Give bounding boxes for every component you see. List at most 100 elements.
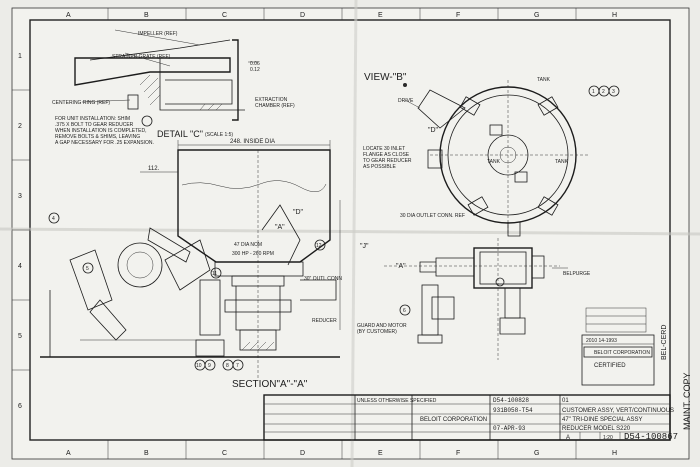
svg-text:"D": "D" (293, 209, 304, 216)
svg-text:1: 1 (592, 89, 595, 95)
svg-text:3: 3 (612, 89, 615, 95)
svg-text:11: 11 (212, 271, 217, 277)
svg-text:"D": "D" (428, 127, 439, 134)
callout-balloons: 1 2 3 4 5 6 7 8 9 10 11 12 (48, 85, 620, 371)
svg-text:LOCATE 30 INLET: LOCATE 30 INLET (363, 146, 405, 152)
svg-text:30" OUTL CONN: 30" OUTL CONN (304, 276, 342, 282)
callout-6: 6 (399, 304, 411, 316)
svg-text:2: 2 (18, 123, 22, 130)
svg-text:07-APR-93: 07-APR-93 (493, 425, 526, 432)
svg-text:2: 2 (602, 89, 605, 95)
svg-text:8: 8 (226, 363, 229, 369)
section-a-a: 248. INSIDE DIA 112. 47 DIA NOM 300 HP -… (40, 139, 342, 390)
svg-text:0.06: 0.06 (250, 61, 260, 67)
svg-text:2010 14-1993: 2010 14-1993 (586, 338, 617, 344)
svg-text:A GAP NECESSARY FOR .25 EXPANS: A GAP NECESSARY FOR .25 EXPANSION. (55, 140, 154, 146)
svg-text:AS POSSIBLE: AS POSSIBLE (363, 164, 396, 170)
svg-text:10: 10 (196, 363, 202, 369)
maint-copy-stamp: MAINT. COPY (682, 372, 692, 430)
svg-text:FOR UNIT INSTALLATION: SHIM: FOR UNIT INSTALLATION: SHIM (55, 116, 130, 122)
svg-text:1:20: 1:20 (603, 435, 613, 441)
border-left-numbers: 1 2 3 4 5 6 (18, 53, 22, 410)
callout-12: 12 (314, 239, 326, 251)
svg-text:CERTIFIED: CERTIFIED (594, 363, 626, 369)
svg-text:A: A (66, 450, 71, 457)
svg-text:1: 1 (18, 53, 22, 60)
callout-11: 11 (210, 267, 222, 279)
detail-c-note: FOR UNIT INSTALLATION: SHIM .375 X BOLT … (55, 116, 154, 146)
view-b: VIEW-"B" DRIVE TANK TANK TANK LOCATE 30 … (363, 72, 590, 237)
svg-text:F: F (456, 12, 460, 19)
svg-text:H: H (612, 450, 617, 457)
border-bottom-letters: A B C D E F G H (66, 450, 617, 457)
side-stamp-top: BEL-CERD (661, 325, 668, 360)
view-b-title: VIEW-"B" (364, 72, 407, 83)
svg-text:A: A (566, 435, 570, 441)
svg-text:"A": "A" (275, 224, 285, 231)
svg-text:DRIVE: DRIVE (398, 98, 414, 104)
svg-text:0.12: 0.12 (250, 67, 260, 73)
belparge-label: BELPURGE (563, 271, 591, 277)
svg-text:D54-100828: D54-100828 (493, 397, 529, 404)
right-side-view: "J" "A" BELPURGE GUARD AND MOTOR (BY CUS… (357, 238, 591, 360)
certification-stamp: 2010 14-1993 CERTIFIED (581, 334, 655, 386)
svg-text:300 HP - 260 RPM: 300 HP - 260 RPM (232, 251, 274, 257)
svg-text:BELOIT CORPORATION: BELOIT CORPORATION (594, 350, 650, 356)
svg-text:C: C (222, 12, 227, 19)
svg-text:(BY CUSTOMER): (BY CUSTOMER) (357, 329, 397, 335)
svg-text:E: E (378, 450, 383, 457)
svg-text:H: H (612, 12, 617, 19)
callout-8: 8 (222, 359, 234, 371)
svg-text:TANK: TANK (555, 159, 569, 165)
svg-text:E: E (378, 12, 383, 19)
svg-text:(SCALE 1:5): (SCALE 1:5) (205, 132, 233, 138)
svg-text:C: C (222, 450, 227, 457)
svg-text:30 DIA OUTLET CONN. REF: 30 DIA OUTLET CONN. REF (400, 213, 465, 219)
callout-10: 10 (194, 359, 206, 371)
svg-text:5: 5 (86, 266, 89, 272)
svg-text:112.: 112. (148, 166, 160, 172)
svg-text:6: 6 (403, 308, 406, 314)
inside-dia-label: 248. INSIDE DIA (230, 139, 275, 145)
svg-text:6: 6 (18, 403, 22, 410)
border-zone-ticks (12, 8, 577, 459)
strainer-label: STRAINER GRATE (REF) (112, 54, 171, 60)
callout-3: 3 (608, 85, 620, 97)
svg-text:CHAMBER (REF): CHAMBER (REF) (255, 103, 295, 109)
svg-text:"J": "J" (360, 243, 369, 250)
callout-4: 4 (48, 212, 60, 224)
svg-text:4: 4 (18, 263, 22, 270)
impeller-label: IMPELLER (REF) (138, 31, 178, 37)
svg-text:UNLESS OTHERWISE SPECIFIED: UNLESS OTHERWISE SPECIFIED (357, 398, 437, 404)
svg-text:G: G (534, 450, 539, 457)
svg-text:A: A (66, 12, 71, 19)
section-a-title: SECTION"A"-"A" (232, 379, 308, 390)
svg-text:B: B (144, 12, 149, 19)
svg-text:REDUCER: REDUCER (312, 318, 337, 324)
svg-text:F: F (456, 450, 460, 457)
svg-text:9: 9 (208, 363, 211, 369)
locate-inlet-note: LOCATE 30 INLET FLANGE AS CLOSE TO GEAR … (363, 146, 412, 170)
svg-text:FLANGE AS CLOSE: FLANGE AS CLOSE (363, 152, 410, 158)
svg-text:.375 X BOLT TO GEAR REDUCER: .375 X BOLT TO GEAR REDUCER (55, 122, 134, 128)
callout-5: 5 (82, 262, 94, 274)
detail-c: IMPELLER (REF) STRAINER GRATE (REF) 0.06… (52, 29, 295, 146)
product-line: 47" TRI-DINE SPECIAL ASSY (562, 417, 643, 423)
svg-text:B: B (144, 450, 149, 457)
border-top-letters: A B C D E F G H (66, 12, 617, 19)
svg-text:931B058-T54: 931B058-T54 (493, 407, 533, 414)
company-name: BELOIT CORPORATION (420, 417, 487, 423)
svg-text:"A": "A" (396, 263, 406, 270)
svg-text:TANK: TANK (537, 77, 551, 83)
svg-text:3: 3 (18, 193, 22, 200)
title-block: UNLESS OTHERWISE SPECIFIED BELOIT CORPOR… (263, 394, 678, 442)
centering-ring-label: CENTERING RING (REF) (52, 100, 110, 106)
svg-text:D: D (300, 450, 305, 457)
svg-text:01: 01 (562, 398, 569, 404)
svg-text:D: D (300, 12, 305, 19)
svg-text:TANK: TANK (487, 159, 501, 165)
svg-text:G: G (534, 12, 539, 19)
svg-text:EXTRACTION: EXTRACTION (255, 97, 288, 103)
svg-text:TO GEAR REDUCER: TO GEAR REDUCER (363, 158, 412, 164)
